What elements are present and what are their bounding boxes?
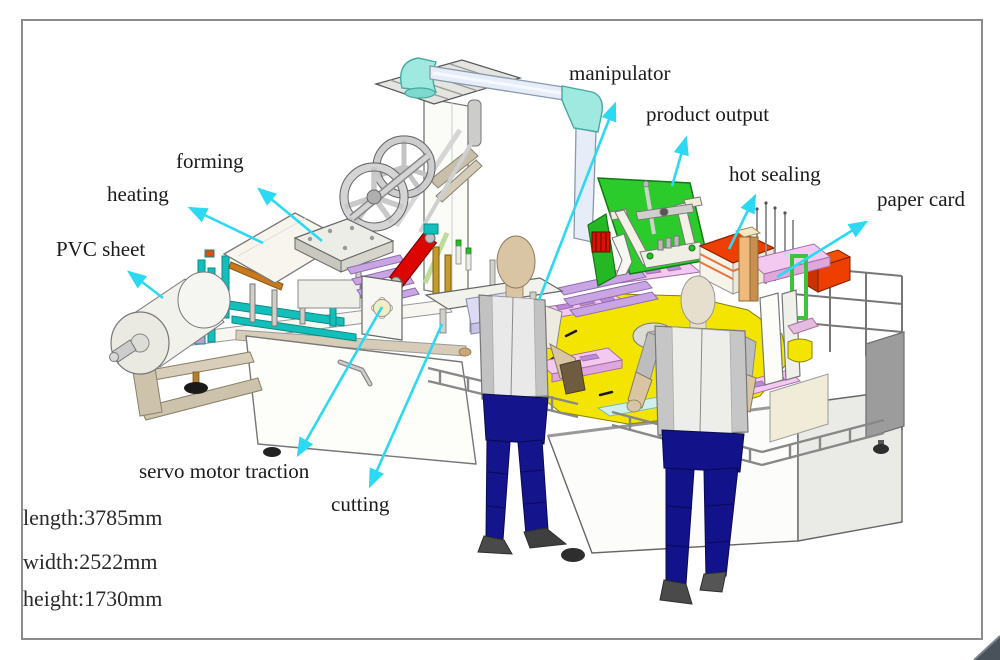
arrow-forming <box>256 187 323 243</box>
pvc-roll-station <box>109 271 263 421</box>
arrow-paper-card <box>776 220 869 279</box>
arrow-servo-motor-traction <box>296 306 384 458</box>
handwheel-crank <box>331 128 483 241</box>
chute-motor-red <box>591 231 611 253</box>
annotation-arrows <box>126 101 869 489</box>
dimension-height: height:1730mm <box>23 586 163 611</box>
label-hot-sealing: hot sealing <box>729 162 821 186</box>
label-cutting: cutting <box>331 492 390 516</box>
machine-base-left <box>162 299 477 465</box>
label-servo-motor-traction: servo motor traction <box>139 459 310 483</box>
pvc-roll <box>109 271 231 375</box>
product-output-chute <box>587 177 709 287</box>
arrow-cutting <box>368 323 444 489</box>
page-curl <box>973 635 1000 660</box>
forming-die <box>293 218 395 273</box>
worker-right <box>626 275 757 605</box>
arrow-hot-sealing <box>727 193 757 250</box>
dimension-length: length:3785mm <box>23 505 163 530</box>
label-product-output: product output <box>646 102 770 126</box>
paper-card-station <box>734 201 832 386</box>
dimension-width: width:2522mm <box>23 549 158 574</box>
arrow-product-output <box>670 135 689 187</box>
label-heating: heating <box>107 182 169 206</box>
arrow-heating <box>187 206 264 245</box>
arrow-pvc-sheet <box>126 270 164 300</box>
label-forming: forming <box>176 149 244 173</box>
label-paper-card: paper card <box>877 187 966 211</box>
label-manipulator: manipulator <box>569 61 671 85</box>
arrow-manipulator <box>537 101 617 301</box>
worker-left <box>477 235 586 555</box>
label-pvc-sheet: PVC sheet <box>56 237 146 261</box>
chute-press-frame <box>609 196 707 269</box>
